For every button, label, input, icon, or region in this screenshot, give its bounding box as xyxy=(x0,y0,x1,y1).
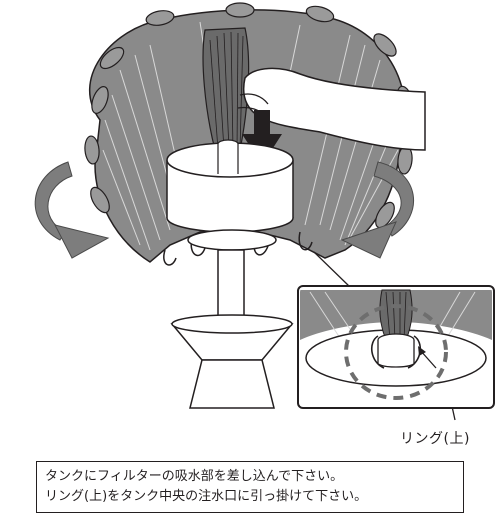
instruction-line-2: リング(上)をタンク中央の注水口に引っ掛けて下さい。 xyxy=(45,489,368,504)
rotate-left-arrow-icon xyxy=(34,161,110,259)
filter-bundle xyxy=(202,27,250,151)
ring-upper-label: リング(上) xyxy=(400,431,470,447)
instruction-box: タンクにフィルターの吸水部を差し込んで下さい。 リング(上)をタンク中央の注水口… xyxy=(36,461,464,513)
water-tank xyxy=(166,139,294,233)
detail-inset xyxy=(297,285,495,409)
rotate-right-arrow-icon xyxy=(340,161,415,259)
instruction-line-1: タンクにフィルターの吸水部を差し込んで下さい。 xyxy=(45,469,344,484)
lamp-stand xyxy=(170,229,294,409)
